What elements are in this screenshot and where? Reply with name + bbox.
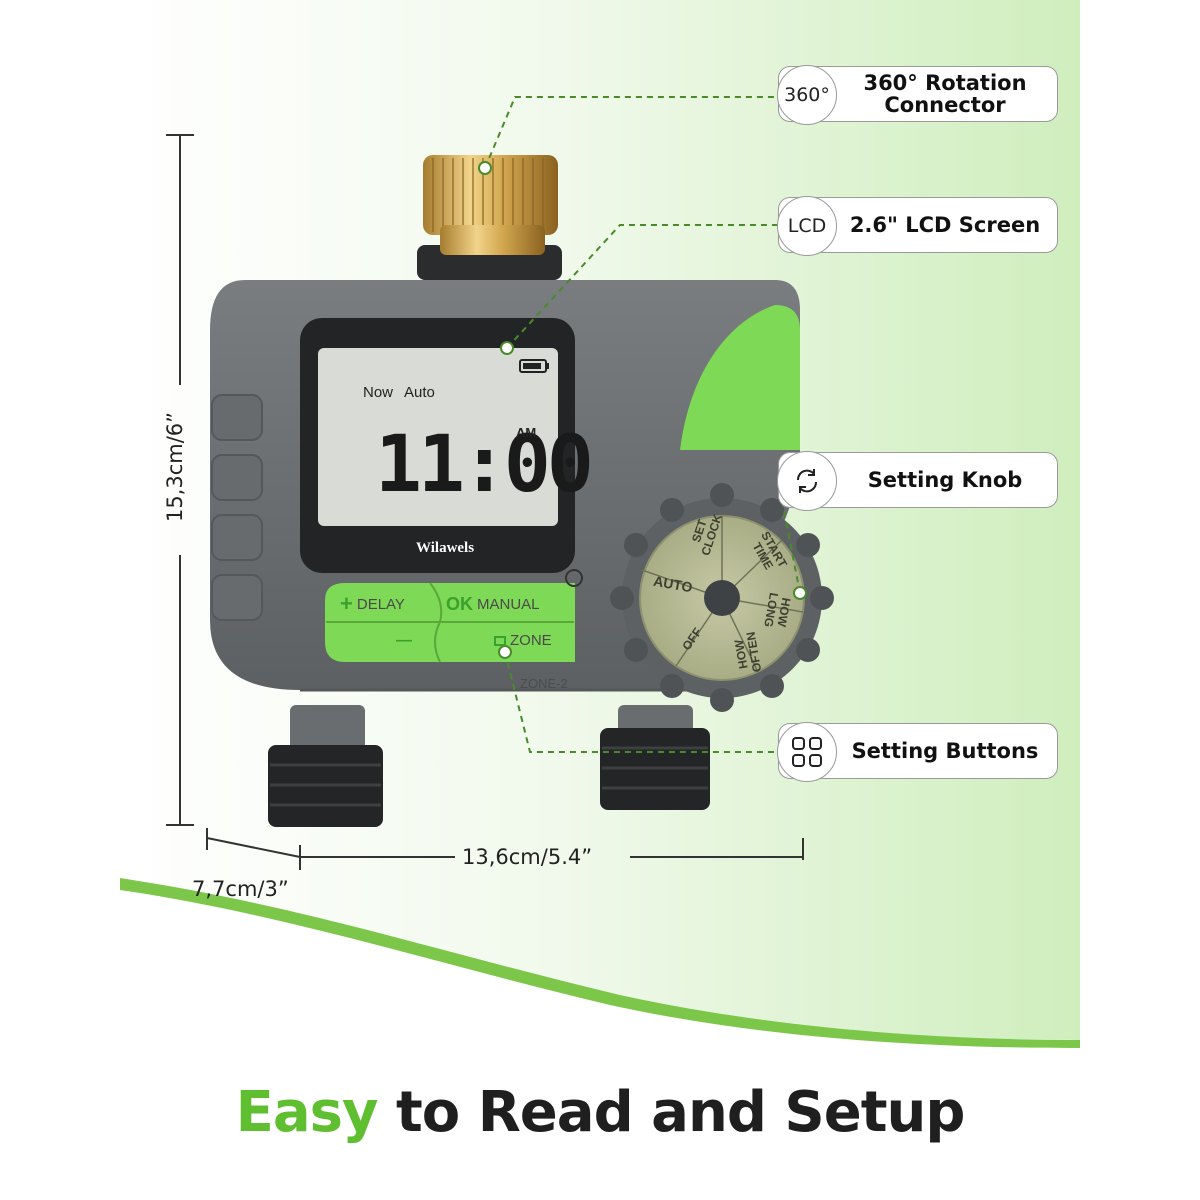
lcd-mode-auto: Auto (404, 384, 435, 401)
callout-lcd-label: 2.6" LCD Screen (849, 213, 1041, 237)
badge-360: 360° (777, 65, 837, 125)
headline-rest: to Read and Setup (377, 1080, 965, 1145)
grid-icon (777, 722, 837, 782)
callout-rotation-label: 360° Rotation Connector (863, 71, 1027, 117)
zone-label: ZONE (510, 632, 552, 649)
lcd-mode-now: Now (363, 384, 394, 401)
dimension-width: 13,6cm/5.4” (462, 845, 593, 869)
zone-icon (494, 635, 506, 646)
badge-lcd: LCD (777, 196, 837, 256)
zone-rail-label: ZONE-2 (520, 676, 568, 691)
minus-button[interactable]: — (396, 632, 412, 649)
zone-button[interactable]: ZONE (494, 632, 552, 649)
dimension-depth: 7,7cm/3” (192, 877, 289, 901)
callout-knob-label: Setting Knob (867, 468, 1023, 492)
outlet-left (268, 705, 383, 827)
plus-icon: + (340, 591, 353, 616)
lcd-time: 11:00 (375, 420, 594, 510)
rotate-icon (777, 451, 837, 511)
setting-knob (610, 483, 834, 712)
lcd-ampm: AM (516, 425, 537, 440)
dimension-height: 15,3cm/6” (163, 411, 187, 523)
callout-buttons-label: Setting Buttons (851, 739, 1039, 763)
manual-label: MANUAL (477, 595, 540, 613)
ok-manual-button[interactable]: OK MANUAL (446, 590, 571, 618)
callout-setting-knob: Setting Knob (777, 451, 1058, 511)
brand-logo: Wilawels (416, 540, 475, 556)
callout-setting-buttons: Setting Buttons (777, 722, 1058, 782)
callout-rotation-connector: 360° 360° Rotation Connector (777, 65, 1058, 125)
delay-label: DELAY (356, 595, 405, 613)
delay-button[interactable]: + DELAY (340, 590, 428, 618)
headline-accent: Easy (235, 1080, 379, 1145)
brass-connector (417, 155, 562, 280)
ok-label: OK (446, 593, 473, 614)
outlet-right (600, 705, 710, 810)
callout-lcd-screen: LCD 2.6" LCD Screen (777, 196, 1058, 256)
headline: Easy to Read and Setup (0, 1080, 1200, 1145)
